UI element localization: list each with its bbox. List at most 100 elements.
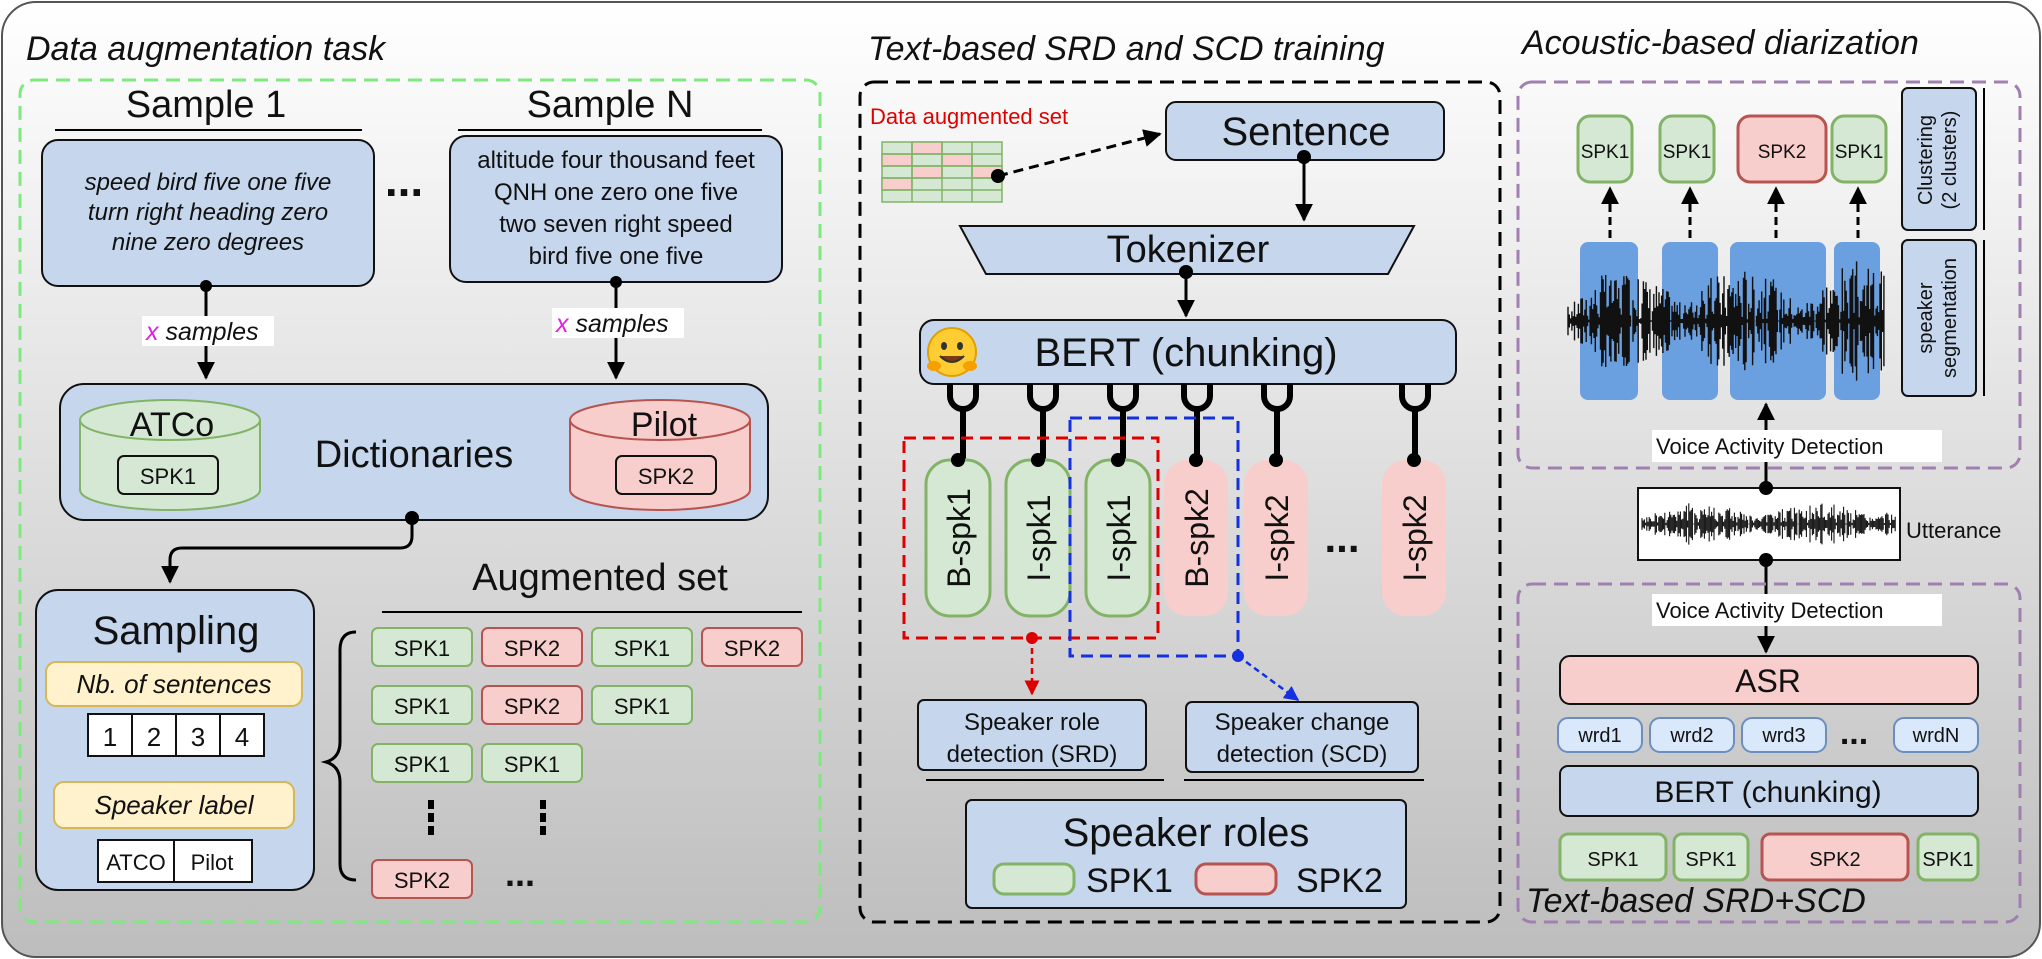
x-samples-label-bg <box>142 316 274 346</box>
label-option-pilot: Pilot <box>191 850 234 875</box>
bert-box-acoustic <box>1559 765 1979 817</box>
count-option: 3 <box>191 722 205 752</box>
text-srd-scd-frame <box>1516 582 2022 924</box>
augmented-set-brace <box>320 630 357 882</box>
tag-i-spk2: I-spk2 <box>1382 460 1446 616</box>
connector-dot <box>1759 481 1773 495</box>
aug-cell: SPK1 <box>614 636 670 661</box>
aug-cell: SPK2 <box>724 636 780 661</box>
aug-cell: SPK2 <box>504 636 560 661</box>
aug-row: SPK1 SPK2 SPK1 SPK2 <box>371 627 803 667</box>
cluster-arrows <box>1601 186 1867 238</box>
word-text: wrd2 <box>1669 725 1713 747</box>
text-srd-scd-title: Text-based SRD+SCD <box>1526 882 1866 920</box>
clustering-label: (2 clusters) <box>1939 111 1961 210</box>
speaker-roles-title: Speaker roles <box>1063 811 1310 855</box>
output-label: SPK1 <box>1916 832 1980 882</box>
section-title-data-augmentation: Data augmentation task <box>26 30 387 68</box>
asr-label: ASR <box>1735 663 1801 699</box>
arrow-dict-sampling <box>161 518 414 584</box>
data-augmented-set-label: Data augmented set <box>870 104 1068 129</box>
count-option: 2 <box>147 722 161 752</box>
word-token: wrd1 <box>1557 717 1643 753</box>
asr-box <box>1559 655 1979 705</box>
tag-b-spk2: B-spk2 <box>1164 460 1228 616</box>
cluster-label: SPK2 <box>1736 114 1828 184</box>
cluster-text: SPK1 <box>1835 142 1884 163</box>
tag-label: I-spk1 <box>1101 494 1137 581</box>
words-ellipsis: ... <box>1840 714 1868 752</box>
count-option: 4 <box>235 722 249 752</box>
tag-label: B-spk1 <box>941 488 977 588</box>
vad-label: Voice Activity Detection <box>1656 434 1883 459</box>
data-augmented-table-icon <box>881 141 1003 203</box>
tags-ellipsis: ... <box>1324 514 1359 561</box>
arrow-scd <box>1237 654 1300 702</box>
data-augmentation-frame <box>18 78 822 924</box>
output-label: SPK1 <box>1558 832 1668 882</box>
cluster-label: SPK1 <box>1658 114 1716 184</box>
output-text: SPK2 <box>1809 849 1860 871</box>
tag-label: I-spk2 <box>1259 494 1295 581</box>
tag-i-spk1: I-spk1 <box>1004 458 1072 618</box>
aug-cell: SPK1 <box>394 752 450 777</box>
tag-label: I-spk2 <box>1397 494 1433 581</box>
aug-ellipsis: ... <box>505 853 535 894</box>
sample1-line: turn right heading zero <box>88 199 328 226</box>
pilot-database: Pilot SPK2 <box>569 399 751 511</box>
pilot-spk-label: SPK2 <box>638 464 694 489</box>
output-text: SPK1 <box>1685 849 1736 871</box>
sample1-title: Sample 1 <box>126 84 287 126</box>
aug-row: SPK1 SPK2 SPK1 <box>371 685 693 725</box>
x-samples-label: x samples <box>145 318 259 346</box>
pilot-label: Pilot <box>631 406 698 444</box>
utterance-waveform <box>1641 503 1896 545</box>
cluster-text: SPK1 <box>1663 142 1712 163</box>
speaker-roles-box <box>965 799 1407 909</box>
cluster-label: SPK1 <box>1830 114 1888 184</box>
augmented-set-title: Augmented set <box>472 557 728 599</box>
aug-row: SPK2 <box>371 859 473 899</box>
nb-sentences-label: Nb. of sentences <box>76 669 271 699</box>
section-title-text-srd: Text-based SRD and SCD training <box>868 30 1385 68</box>
vad-label-bg <box>1652 430 1942 462</box>
aug-cell: SPK1 <box>504 752 560 777</box>
aug-cell: SPK1 <box>394 636 450 661</box>
word-text: wrd1 <box>1577 725 1621 747</box>
word-text: wrdN <box>1912 725 1960 747</box>
aug-cell: SPK2 <box>504 694 560 719</box>
vad-label2-bg <box>1652 594 1942 626</box>
clustering-label: Clustering <box>1915 115 1937 205</box>
word-text: wrd3 <box>1761 725 1805 747</box>
sampleN-title: Sample N <box>527 84 694 126</box>
speaker-label-title: Speaker label <box>95 790 255 820</box>
aug-cell: SPK1 <box>614 694 670 719</box>
acoustic-frame <box>1516 80 2022 470</box>
segment-waveform <box>1567 261 1885 381</box>
cluster-text: SPK2 <box>1758 142 1807 163</box>
x-samples-label-bg <box>552 308 684 338</box>
count-option: 1 <box>103 722 117 752</box>
speaker-label-box <box>53 781 295 829</box>
role1-label: SPK1 <box>1086 862 1173 900</box>
aug-row: SPK1 SPK1 <box>371 743 583 783</box>
label-option-atco: ATCO <box>106 850 165 875</box>
segmentation-box <box>1901 239 1977 397</box>
tag-label: B-spk2 <box>1179 488 1215 588</box>
word-token: wrd3 <box>1741 717 1827 753</box>
nb-sentences-box <box>45 661 303 707</box>
bert-label: BERT (chunking) <box>1034 331 1337 375</box>
sampleN-line: QNH one zero one five <box>494 179 738 206</box>
atco-spk-label: SPK1 <box>140 464 196 489</box>
scd-label: detection (SCD) <box>1217 741 1388 768</box>
samples-ellipsis: ... <box>385 154 423 206</box>
atco-label: ATCo <box>130 406 214 444</box>
bert-box <box>919 319 1457 385</box>
sample1-line: nine zero degrees <box>112 229 304 256</box>
sentence-count-options: 1 2 3 4 <box>87 713 265 757</box>
word-token: wrdN <box>1893 717 1979 753</box>
arrow-dataset-sentence <box>997 129 1162 178</box>
hugging-face-icon <box>927 327 977 377</box>
aug-cell: SPK2 <box>394 868 450 893</box>
sampleN-line: bird five one five <box>529 243 704 270</box>
